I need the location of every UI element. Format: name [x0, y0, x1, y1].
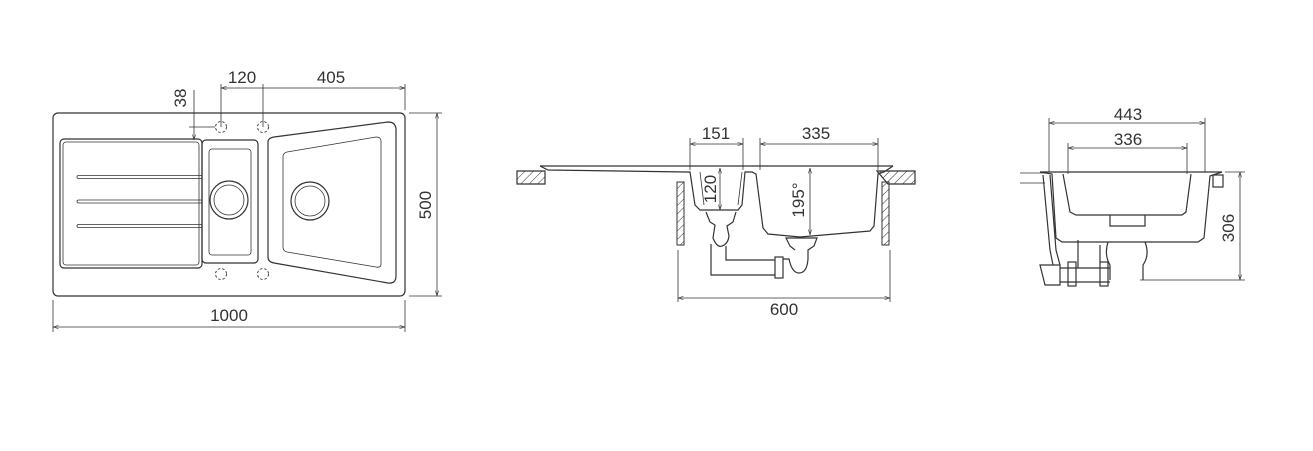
dim-large-bowl-depth: 195°: [789, 182, 808, 217]
large-bowl-drain: [290, 181, 330, 221]
tap-holes: [215, 121, 269, 280]
dim-overall-depth: 443: [1114, 105, 1142, 124]
dim-width: 1000: [210, 306, 248, 325]
small-bowl: [201, 139, 259, 264]
drainer: [59, 138, 203, 269]
dim-total-height: 306: [1219, 214, 1238, 242]
dim-tap-offset: 405: [317, 68, 345, 87]
dim-small-bowl-depth: 120: [701, 175, 720, 203]
dim-small-bowl-width: 151: [702, 124, 730, 143]
dim-bowl-width: 336: [1114, 130, 1142, 149]
front-section-view: 600 151 335 120 195°: [516, 124, 916, 319]
sink-outline: [52, 112, 406, 297]
drainer-ribs: [76, 175, 203, 228]
dim-large-bowl-width: 335: [802, 124, 830, 143]
dim-tap-inset: 38: [171, 89, 190, 108]
side-section-view: 443 336 306: [1020, 105, 1245, 287]
large-bowl: [267, 121, 397, 284]
top-view: 1000 500 405 120 38: [52, 68, 442, 332]
dim-tap-spacing: 120: [228, 68, 256, 87]
small-bowl-drain: [209, 180, 249, 220]
dim-depth: 500: [416, 191, 435, 219]
dim-cabinet-width: 600: [770, 300, 798, 319]
